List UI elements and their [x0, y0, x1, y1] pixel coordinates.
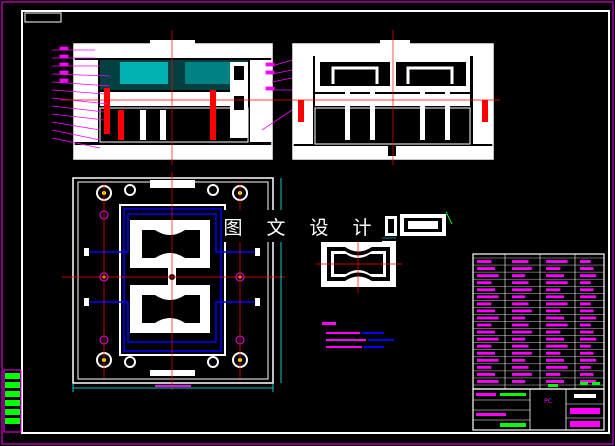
- parts-list-cell-mark: [512, 323, 529, 327]
- parts-list-cell-mark: [477, 337, 499, 341]
- corner-markers: [548, 382, 600, 387]
- parts-list-cell-mark: [546, 351, 561, 355]
- parts-list-cell-mark: [512, 337, 526, 341]
- parts-list-cell-mark: [477, 281, 492, 285]
- parts-list-cell-mark: [546, 309, 561, 313]
- dimension-plan: [72, 384, 274, 392]
- parts-list-cell-mark: [580, 344, 591, 348]
- parts-list-cell-mark: [477, 309, 495, 313]
- parts-list-cell-mark: [546, 380, 564, 383]
- leader-labels-left: [51, 46, 293, 149]
- parts-list-cell-mark: [546, 288, 561, 292]
- parts-list-cell-mark: [546, 274, 564, 278]
- section-view-right: [292, 40, 494, 160]
- margin-revision-table: [3, 369, 22, 433]
- parts-list-cell-mark: [580, 309, 594, 313]
- parts-list-cell-mark: [512, 358, 526, 362]
- parts-list-cell-mark: [477, 316, 499, 320]
- parts-list-cell-mark: [477, 365, 492, 369]
- parts-list-cell-mark: [580, 295, 597, 299]
- parts-list-cell-mark: [580, 316, 597, 320]
- parts-list-cell-mark: [546, 267, 561, 270]
- parts-list-cell-mark: [477, 323, 492, 327]
- technical-notes: [322, 322, 394, 348]
- title-block-mark: PC: [544, 398, 552, 405]
- parts-list-cell-mark: [546, 358, 564, 362]
- parts-list-cell-mark: [477, 288, 495, 292]
- parts-list-cell-mark: [512, 373, 532, 376]
- parts-list-cell-mark: [580, 330, 594, 334]
- parts-list-cell-mark: [477, 351, 495, 355]
- parts-list-cell-mark: [546, 281, 568, 285]
- parts-list-cell-mark: [512, 302, 529, 306]
- parts-list-cell-mark: [477, 267, 495, 270]
- parts-list-cell-mark: [546, 323, 568, 327]
- parts-list-cell-mark: [512, 274, 526, 278]
- section-view-left: [73, 40, 273, 160]
- parts-list-cell-mark: [477, 260, 492, 263]
- parts-list-cell-mark: [477, 344, 492, 348]
- parts-list-cell-mark: [580, 380, 597, 383]
- parts-list-cell-mark: [546, 316, 564, 320]
- parts-list-cell-mark: [477, 380, 499, 383]
- parts-list-cell-mark: [580, 281, 591, 285]
- watermark-label: 图 文 设 计: [222, 210, 382, 242]
- parts-list-cell-mark: [580, 358, 597, 362]
- parts-list-cell-mark: [580, 323, 591, 327]
- parts-list-cell-mark: [512, 288, 532, 292]
- parts-list-cell-mark: [512, 365, 529, 369]
- parts-list-cell-mark: [580, 302, 591, 306]
- parts-list-cell-mark: [512, 295, 526, 299]
- parts-list-cell-mark: [477, 295, 499, 299]
- parts-list-cell-mark: [477, 330, 495, 334]
- parts-list-cell-mark: [512, 344, 529, 348]
- parts-list-cell-mark: [512, 260, 529, 263]
- parts-list-cell-mark: [580, 373, 594, 376]
- parts-list-cell-mark: [512, 267, 532, 270]
- parts-list-cell-mark: [512, 380, 526, 383]
- parts-list-cell-mark: [546, 330, 561, 334]
- parts-list-cell-mark: [580, 337, 597, 341]
- part-detail-side: [385, 211, 453, 236]
- part-detail-front: [316, 234, 402, 293]
- parts-list-cell-mark: [512, 281, 529, 285]
- parts-list-cell-mark: [512, 316, 526, 320]
- parts-list-table: [472, 253, 605, 390]
- parts-list-cell-mark: [546, 295, 564, 299]
- parts-list-cell-mark: [546, 365, 568, 369]
- parts-list-cell-mark: [580, 260, 591, 263]
- parts-list-cell-mark: [512, 309, 532, 313]
- parts-list-cell-mark: [546, 344, 568, 348]
- parts-list-cell-mark: [477, 373, 495, 376]
- parts-list-cell-mark: [580, 365, 591, 369]
- plan-view: [72, 177, 274, 384]
- parts-list-cell-mark: [512, 351, 532, 355]
- parts-list-cell-mark: [580, 351, 594, 355]
- parts-list-cell-mark: [546, 302, 568, 306]
- parts-list-cell-mark: [580, 274, 597, 278]
- parts-list-cell-mark: [477, 358, 499, 362]
- parts-list-cell-mark: [580, 288, 594, 292]
- parts-list-cell-mark: [546, 337, 564, 341]
- title-block: PC: [472, 388, 605, 431]
- parts-list-cell-mark: [580, 267, 594, 270]
- parts-list-cell-mark: [546, 260, 568, 263]
- parts-list-cell-mark: [512, 330, 532, 334]
- parts-list-cell-mark: [477, 274, 499, 278]
- parts-list-cell-mark: [477, 302, 492, 306]
- centerlines-top: [60, 30, 500, 165]
- parts-list-cell-mark: [546, 373, 561, 376]
